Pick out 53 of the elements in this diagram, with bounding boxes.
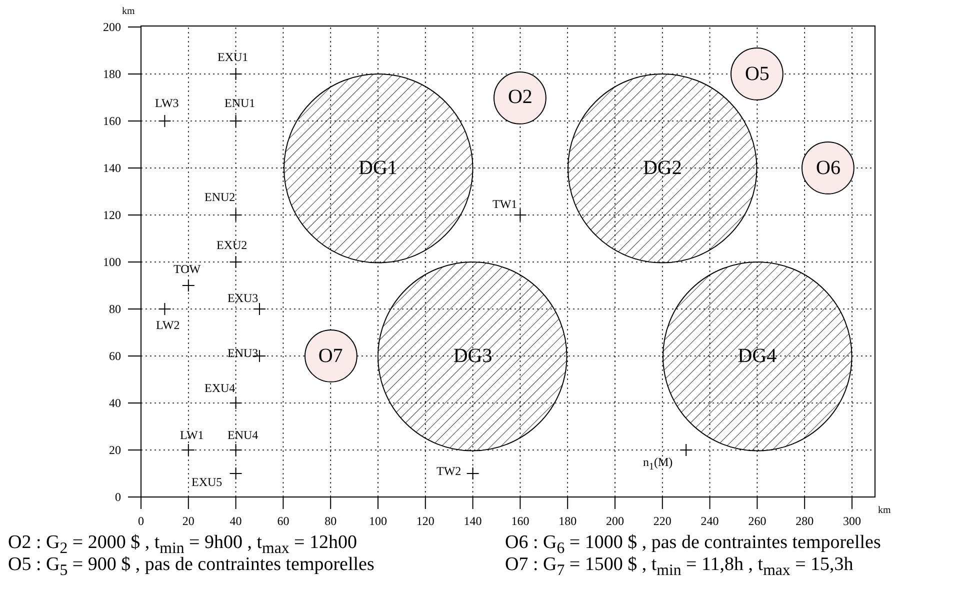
point-label: ENU3: [228, 347, 258, 359]
x-tick-label: 80: [324, 515, 337, 527]
zone-name: O7: [317, 346, 344, 366]
y-tick-label: 0: [115, 491, 121, 503]
x-tick-label: 0: [138, 515, 144, 527]
point-label: LW1: [180, 429, 204, 441]
objective-note: O2 : G$_{2}$ = 2000 $ , t$_{min}$ = 9h00 , t$_{max}$ = 12h00: [8, 533, 358, 557]
x-tick-label: 280: [796, 515, 814, 527]
y-tick-label: 140: [103, 162, 121, 174]
y-tick-label: 40: [109, 397, 121, 409]
objective-note: O6 : G$_{6}$ = 1000 $ , pas de contraintes temporelles: [505, 533, 881, 557]
point-label: LW3: [155, 97, 179, 109]
y-tick-label: 20: [109, 444, 121, 456]
point-label: TW2: [436, 465, 462, 477]
x-tick-label: 100: [369, 515, 387, 527]
x-tick-label: 240: [700, 515, 719, 527]
x-tick-label: 160: [511, 515, 530, 527]
zone-name: O6: [815, 158, 842, 178]
point-label: ENU4: [228, 429, 258, 441]
axis-unit: km: [878, 506, 891, 516]
y-tick-label: 60: [109, 350, 121, 362]
point-label: EXU1: [218, 51, 248, 63]
objective-note: O5 : G$_{5}$ = 900 $ , pas de contraintes temporelles: [8, 555, 374, 579]
point-label: EXU3: [228, 292, 258, 304]
y-tick-label: 120: [103, 209, 121, 221]
y-tick-label: 100: [103, 256, 121, 268]
y-tick-label: 80: [109, 303, 121, 315]
x-tick-label: 180: [558, 515, 577, 527]
point-label: ENU2: [204, 191, 236, 203]
x-tick-label: 300: [843, 515, 861, 527]
point-label: EXU2: [216, 239, 248, 251]
axis-unit: km: [122, 7, 135, 17]
y-tick-label: 180: [103, 68, 121, 80]
y-tick-label: 160: [103, 115, 121, 127]
x-tick-label: 140: [464, 515, 482, 527]
objective-note: O7 : G$_{7}$ = 1500 $ , t$_{min}$ = 11,8h , t$_{max}$ = 15,3h: [505, 555, 854, 579]
x-tick-label: 260: [748, 515, 766, 527]
point-label: n$_{1}$(M): [643, 456, 673, 472]
x-tick-label: 220: [653, 515, 672, 527]
x-tick-label: 200: [606, 515, 624, 527]
point-label: TOW: [174, 263, 201, 275]
zone-name: O5: [744, 64, 770, 84]
point-label: EXU4: [204, 382, 236, 394]
point-label: LW2: [156, 319, 180, 331]
point-label: TW1: [492, 198, 518, 210]
point-label: ENU1: [224, 97, 256, 109]
x-tick-label: 60: [277, 515, 290, 527]
x-tick-label: 20: [182, 515, 194, 527]
zone-name: O2: [506, 87, 534, 108]
y-tick-label: 200: [103, 21, 121, 33]
x-tick-label: 40: [230, 515, 242, 527]
x-tick-label: 120: [416, 515, 434, 527]
point-label: EXU5: [192, 476, 222, 488]
